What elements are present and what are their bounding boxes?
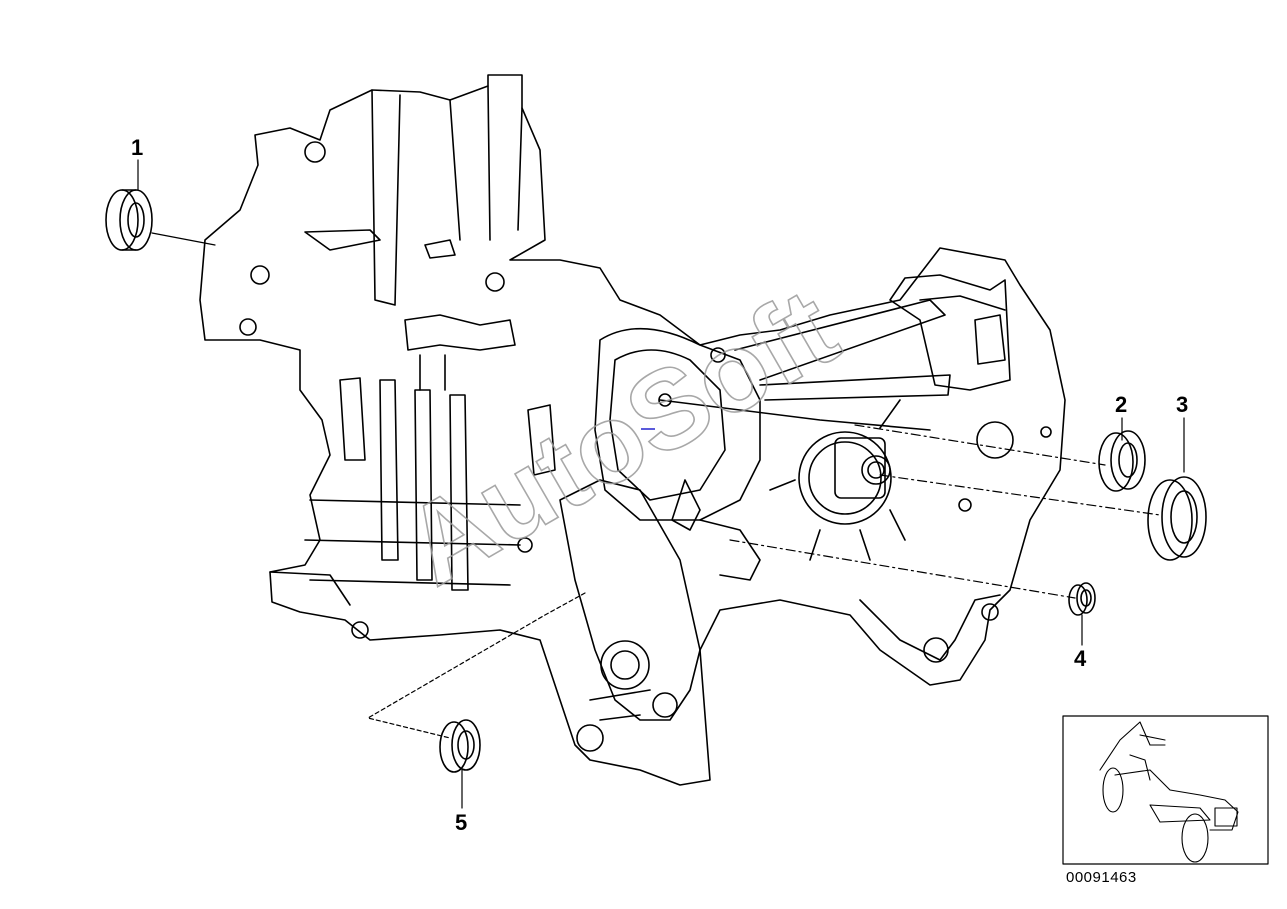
transmission-housing	[199, 74, 1066, 786]
document-number: 00091463	[1066, 869, 1137, 886]
seal-ring-1	[105, 189, 153, 251]
callout-2: 2	[1115, 392, 1128, 417]
callout-1: 1	[131, 135, 144, 160]
watermark-text: AutoSoft	[385, 264, 857, 609]
motorcycle-thumbnail	[1099, 721, 1239, 863]
seal-ring-3	[1147, 476, 1207, 561]
callout-3: 3	[1176, 392, 1189, 417]
thumbnail-frame	[1062, 715, 1269, 865]
leader-lines	[137, 159, 1185, 809]
seal-ring-4	[1068, 582, 1096, 616]
seal-ring-5	[439, 719, 481, 773]
seal-ring-2	[1098, 430, 1146, 492]
callout-4: 4	[1074, 646, 1087, 671]
callout-5: 5	[455, 810, 468, 835]
